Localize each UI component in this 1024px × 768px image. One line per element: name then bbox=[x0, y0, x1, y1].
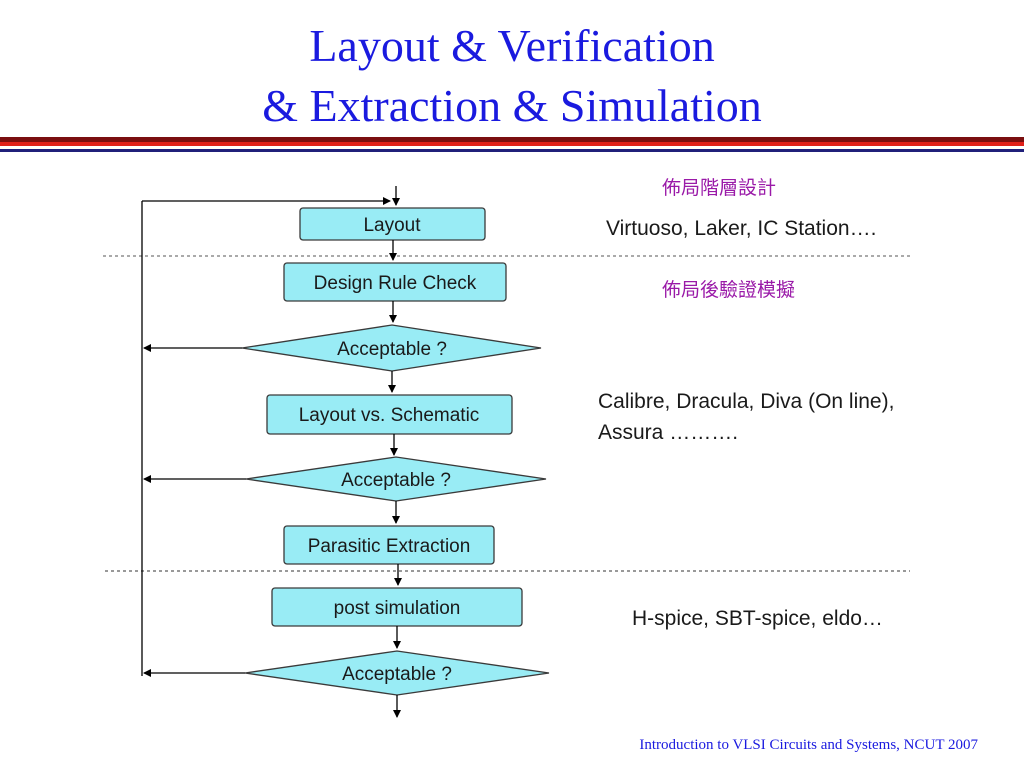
accept2-label: Acceptable ? bbox=[341, 470, 451, 491]
title-rule-red bbox=[0, 142, 1024, 146]
accept1-diamond bbox=[241, 324, 542, 372]
verify-cjk-label: 佈局後驗證模擬 bbox=[662, 279, 796, 301]
postsim-box-label: post simulation bbox=[334, 598, 461, 619]
accept3-label: Acceptable ? bbox=[342, 664, 452, 685]
lvs-box-label: Layout vs. Schematic bbox=[299, 405, 480, 426]
slide-title-line-1: Layout & Verification bbox=[309, 20, 715, 71]
verify-tools-line-2: Assura ………. bbox=[598, 421, 739, 444]
lvs-box bbox=[266, 394, 513, 435]
slide-footer: Introduction to VLSI Circuits and System… bbox=[639, 737, 978, 753]
accept2-diamond bbox=[245, 456, 547, 502]
drc-box bbox=[283, 262, 507, 302]
accept3-diamond bbox=[244, 650, 550, 696]
slide-title-line-2: & Extraction & Simulation bbox=[262, 80, 762, 131]
layout-box-label: Layout bbox=[363, 215, 421, 236]
verify-tools-line-1: Calibre, Dracula, Diva (On line), bbox=[598, 390, 895, 413]
accept1-label: Acceptable ? bbox=[337, 339, 447, 360]
title-rule-dark bbox=[0, 137, 1024, 142]
layout-tools-label: Virtuoso, Laker, IC Station…. bbox=[606, 217, 877, 240]
extraction-box bbox=[283, 525, 495, 565]
extraction-box-label: Parasitic Extraction bbox=[308, 536, 471, 557]
title-rule-blue bbox=[0, 149, 1024, 152]
sim-tools-label: H-spice, SBT-spice, eldo… bbox=[632, 607, 883, 630]
drc-box-label: Design Rule Check bbox=[314, 273, 477, 294]
layout-cjk-label: 佈局階層設計 bbox=[662, 177, 777, 199]
